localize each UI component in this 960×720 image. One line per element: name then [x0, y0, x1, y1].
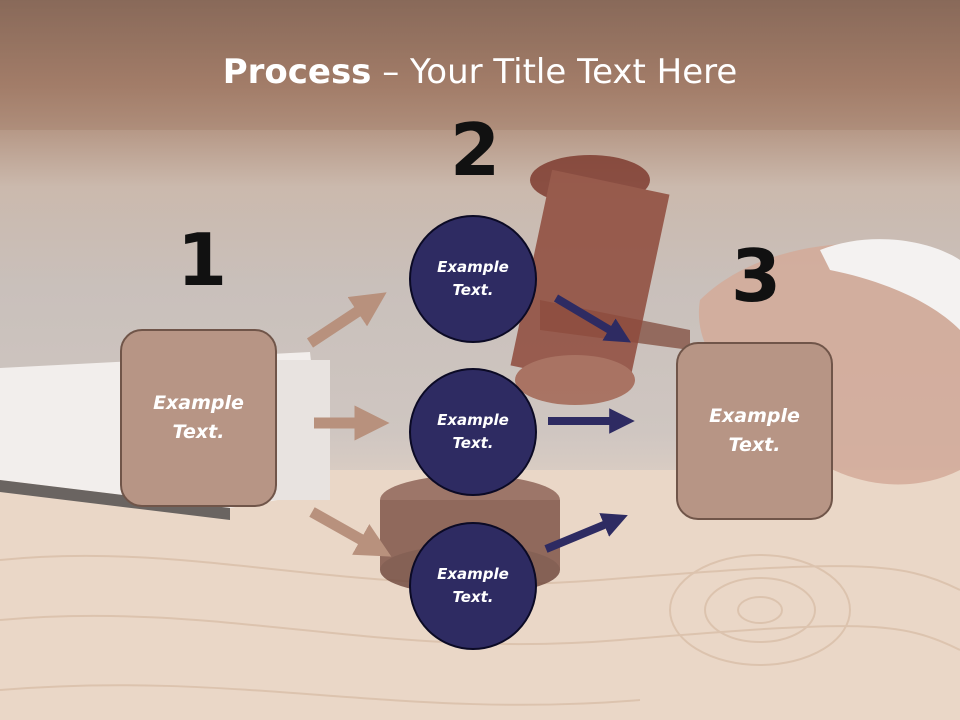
circle-bottom-text: Example Text. [437, 565, 509, 606]
step-2-circle-top: Example Text. [409, 215, 537, 343]
wood-grain [0, 554, 960, 706]
circle-middle-text: Example Text. [437, 411, 509, 452]
circle-top-text: Example Text. [437, 258, 509, 299]
step-2-circle-middle: Example Text. [409, 368, 537, 496]
step-3-text: Example Text. [709, 405, 800, 456]
slide-title: Process – Your Title Text Here [0, 52, 960, 92]
arrow-bottom-to-3 [544, 513, 628, 553]
step-1-box: Example Text. [120, 329, 277, 507]
step-number-1: 1 [177, 218, 228, 302]
title-rest: – Your Title Text Here [371, 52, 738, 92]
step-number-2: 2 [450, 108, 501, 192]
step-3-box: Example Text. [676, 342, 833, 520]
step-2-circle-bottom: Example Text. [409, 522, 537, 650]
step-1-text: Example Text. [153, 392, 244, 443]
step-number-3: 3 [731, 234, 782, 318]
title-bold: Process [222, 52, 372, 92]
arrow-1-to-top [306, 292, 387, 348]
arrow-top-to-3 [553, 294, 632, 343]
arrow-1-to-bottom [309, 507, 392, 557]
